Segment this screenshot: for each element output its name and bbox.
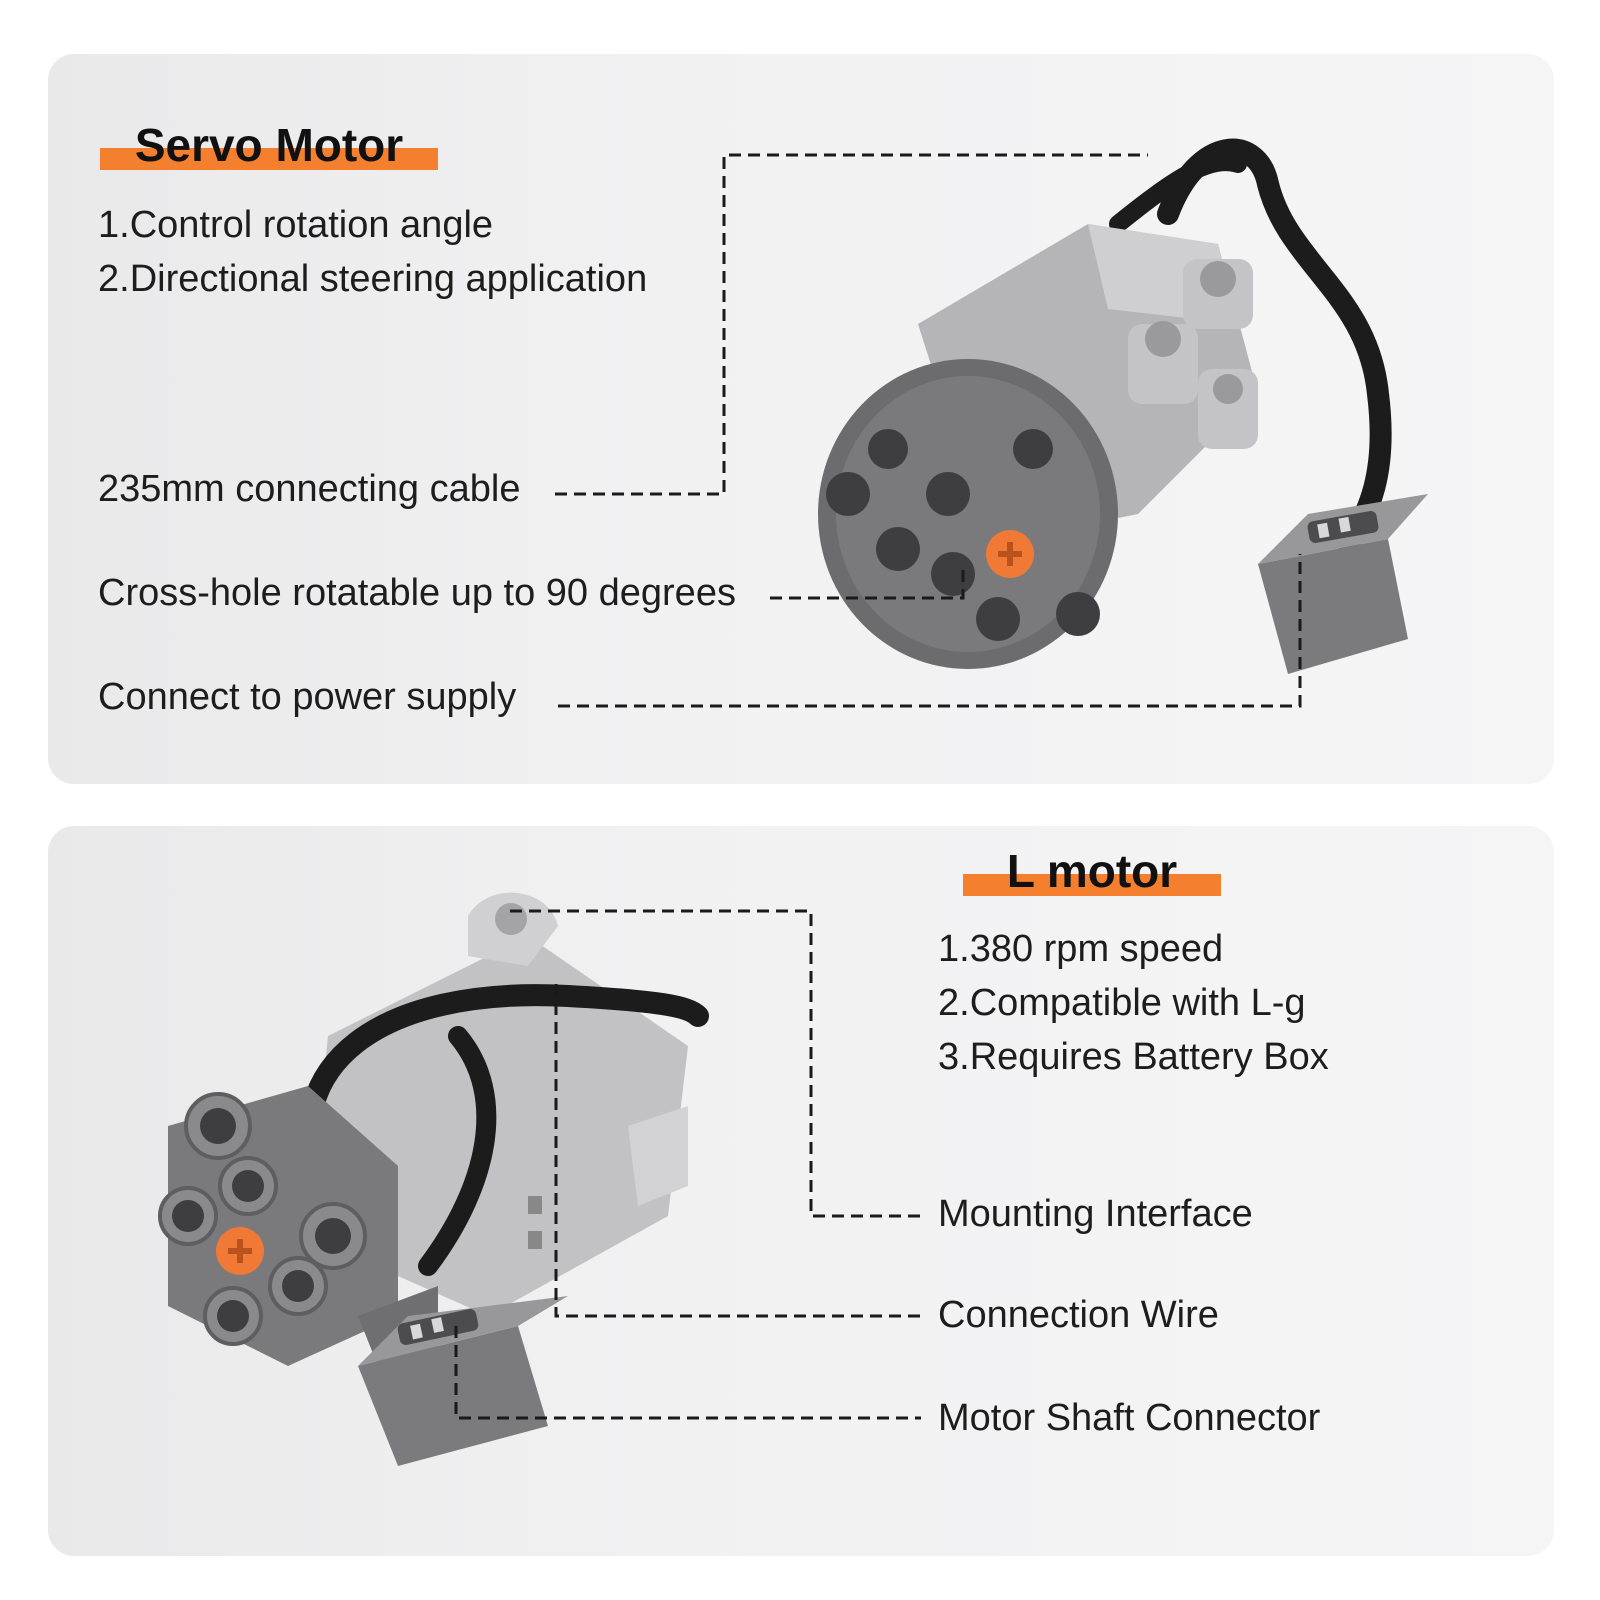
l-motor-feature-list: 1.380 rpm speed 2.Compatible with L-g 3.… <box>938 922 1329 1084</box>
l-motor-callout-mounting: Mounting Interface <box>938 1193 1253 1235</box>
servo-callout-power: Connect to power supply <box>98 676 517 718</box>
servo-feature-1: 1.Control rotation angle <box>98 204 494 246</box>
l-motor-feature-3: 3.Requires Battery Box <box>938 1036 1329 1078</box>
l-motor-title-highlight <box>963 874 1221 896</box>
l-motor-feature-1: 1.380 rpm speed <box>938 928 1224 970</box>
servo-feature-list: 1.Control rotation angle 2.Directional s… <box>98 198 647 306</box>
servo-lug-hole-icon <box>1213 374 1243 404</box>
servo-cable-leader <box>555 153 1148 496</box>
l-motor-cable-loop <box>418 1026 497 1276</box>
servo-holes-icon <box>826 429 1100 641</box>
servo-lug <box>1128 324 1198 404</box>
l-motor-feature-2: 2.Compatible with L-g <box>938 982 1306 1024</box>
servo-title-block: Servo Motor <box>100 118 438 172</box>
l-motor-holes-icon <box>172 1108 351 1332</box>
l-motor-callout-wire: Connection Wire <box>938 1294 1219 1336</box>
servo-cable-loop <box>1109 153 1247 233</box>
servo-callout-cross-hole: Cross-hole rotatable up to 90 degrees <box>98 572 736 614</box>
servo-feature-2: 2.Directional steering application <box>98 258 648 300</box>
l-motor-mounting-leader <box>510 909 921 1218</box>
servo-title-highlight <box>100 148 438 170</box>
l-motor-title: L motor <box>1006 845 1178 897</box>
l-motor-panel: L motor 1.380 rpm speed 2.Compatible wit… <box>48 826 1554 1556</box>
l-motor-shaft-leader <box>454 1326 921 1420</box>
servo-leader-lines <box>555 153 1302 708</box>
servo-motor-image <box>818 138 1428 674</box>
l-motor-callout-shaft: Motor Shaft Connector <box>938 1397 1321 1439</box>
servo-power-leader <box>558 554 1302 708</box>
servo-lug-hole-icon <box>1200 261 1236 297</box>
l-motor-body <box>308 936 688 1316</box>
l-motor-wire-leader <box>554 984 921 1318</box>
servo-callout-cable: 235mm connecting cable <box>98 468 521 510</box>
l-motor-leader-lines <box>454 909 921 1420</box>
servo-cross-hole-leader <box>770 564 965 600</box>
servo-title: Servo Motor <box>134 119 404 171</box>
l-motor-connector <box>358 1326 548 1466</box>
servo-cable <box>1157 138 1392 555</box>
servo-lug-hole-icon <box>1145 321 1181 357</box>
servo-motor-panel: Servo Motor 1.Control rotation angle 2.D… <box>48 54 1554 784</box>
l-motor-title-block: L motor <box>963 844 1221 898</box>
servo-connector <box>1258 539 1408 674</box>
l-motor-image <box>158 892 709 1466</box>
